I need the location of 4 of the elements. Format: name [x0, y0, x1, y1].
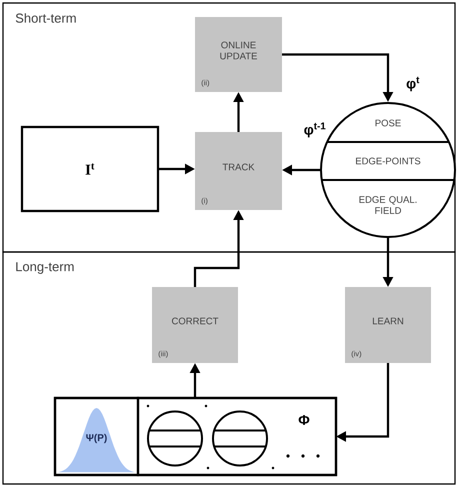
model-cell: Φ [136, 396, 338, 476]
distribution-cell: Ψ(P) [54, 396, 140, 476]
edge-label: φ$^{t}$ [405, 76, 421, 92]
input-box: I$^{t}$ [20, 126, 160, 212]
